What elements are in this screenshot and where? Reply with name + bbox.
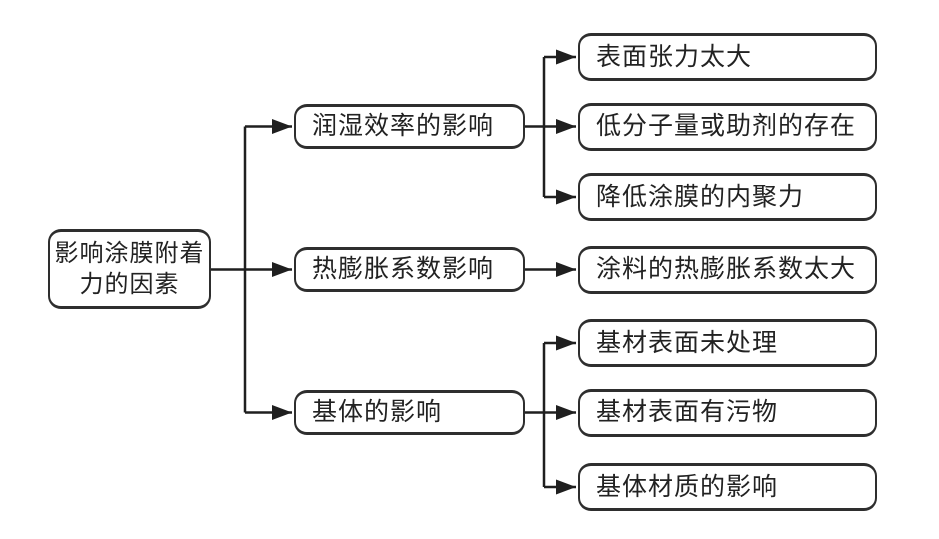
leaf-node-surface-contamination: 基材表面有污物 [578, 388, 877, 437]
leaf-node-surface-tension: 表面张力太大 [578, 33, 877, 81]
leaf-node-coating-thermal-expansion: 涂料的热膨胀系数太大 [578, 245, 877, 294]
leaf-node-substrate-material: 基体材质的影响 [578, 463, 877, 511]
leaf-node-surface-untreated: 基材表面未处理 [578, 319, 877, 367]
branch-node-wetting-efficiency: 润湿效率的影响 [294, 104, 525, 149]
root-node: 影响涂膜附着力的因素 [48, 229, 211, 309]
branch-node-thermal-expansion: 热膨胀系数影响 [294, 247, 525, 292]
branch-node-substrate: 基体的影响 [294, 390, 525, 435]
leaf-node-low-molecular-weight: 低分子量或助剂的存在 [578, 102, 877, 151]
leaf-node-cohesion-reduction: 降低涂膜的内聚力 [578, 173, 877, 221]
